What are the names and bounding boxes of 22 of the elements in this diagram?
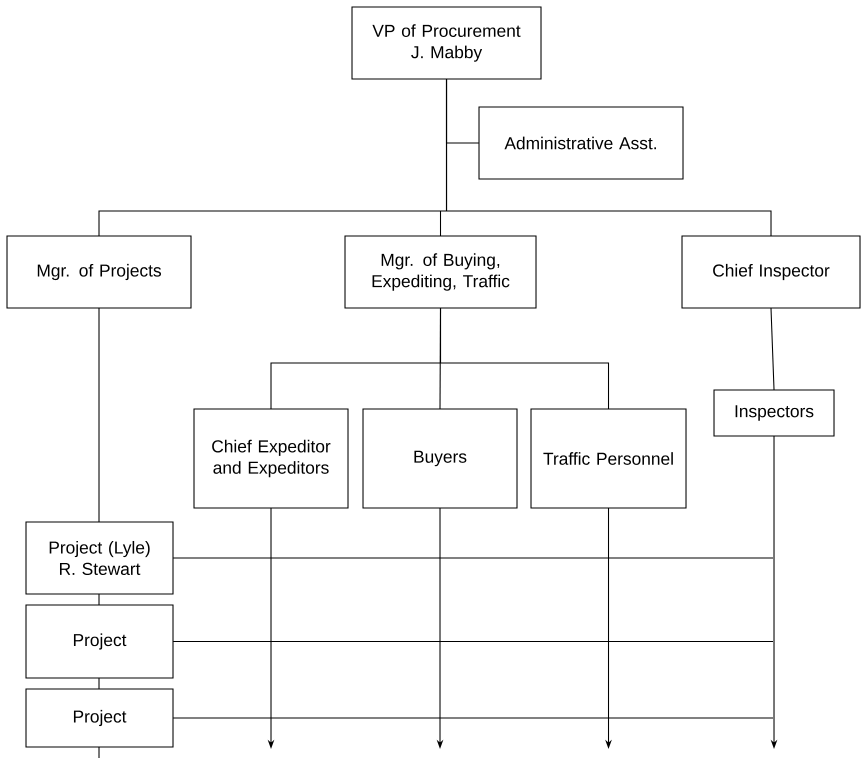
connector-line — [446, 80, 772, 236]
org-box: Project — [25, 688, 174, 748]
org-box: Mgr. of Buying, Expediting, Traffic — [344, 235, 537, 309]
connector-line — [98, 678, 100, 688]
org-box: Traffic Personnel — [530, 408, 687, 509]
connector-line — [98, 748, 100, 758]
org-box: Project (Lyle) R. Stewart — [25, 521, 174, 595]
connector-line — [174, 640, 773, 642]
org-box: Project — [25, 604, 174, 679]
connector-line — [98, 594, 100, 604]
connector-line — [440, 308, 610, 408]
org-box: Administrative Asst. — [478, 106, 684, 180]
org-box: VP of Procurement J. Mabby — [351, 6, 542, 80]
org-box: Inspectors — [713, 389, 835, 437]
org-box: Chief Expeditor and Expeditors — [193, 408, 349, 509]
connector-line — [98, 308, 100, 522]
connector-line — [174, 717, 773, 719]
org-box: Buyers — [362, 408, 518, 509]
org-box: Chief Inspector — [681, 235, 861, 309]
connector-line — [174, 557, 773, 559]
connector-line — [770, 308, 775, 390]
org-box: Mgr. of Projects — [6, 235, 192, 309]
